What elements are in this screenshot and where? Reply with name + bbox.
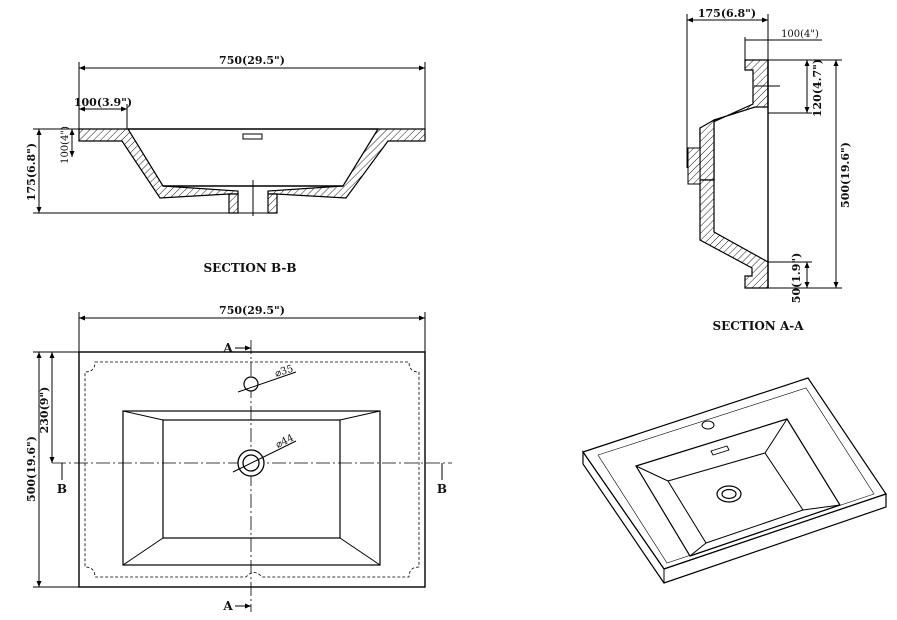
plan-width-label: 750(29.5")	[219, 304, 285, 317]
section-aa-front-label: 50(1.9")	[790, 253, 803, 304]
isometric-view	[582, 377, 887, 584]
section-bb-title: SECTION B-B	[204, 261, 297, 275]
faucet-hole-label: ⌀35	[274, 363, 295, 379]
section-aa-depth-label: 175(6.8")	[698, 7, 756, 20]
section-b-marker-left: B	[57, 482, 67, 496]
section-a-marker-bottom: A	[222, 599, 233, 613]
section-bb-rim-height-label: 100(4")	[60, 126, 71, 164]
section-a-marker-top: A	[222, 341, 233, 355]
section-aa-back-label: 120(4.7")	[811, 59, 824, 117]
plan-offset-label: 230(9")	[38, 387, 51, 434]
section-aa-view: 175(6.8") 100(4") 120(4.7") 500(19.6") 5…	[686, 7, 852, 333]
section-bb-width-label: 750(29.5")	[219, 54, 285, 67]
section-b-marker-right: B	[437, 482, 447, 496]
section-aa-title: SECTION A-A	[712, 319, 804, 333]
section-bb-view: 750(29.5") 100(3.9") 175(6.8") 100(4") S…	[25, 54, 426, 275]
section-aa-rim-label: 100(4")	[781, 29, 819, 40]
section-bb-height-label: 175(6.8")	[25, 143, 38, 201]
section-aa-length-label: 500(19.6")	[839, 142, 852, 208]
plan-view: 750(29.5") ⌀35 ⌀44 A A B B	[25, 304, 452, 613]
section-bb-rim-label: 100(3.9")	[74, 96, 132, 109]
drain-label: ⌀44	[274, 433, 296, 451]
plan-height-label: 500(19.6")	[25, 436, 38, 502]
